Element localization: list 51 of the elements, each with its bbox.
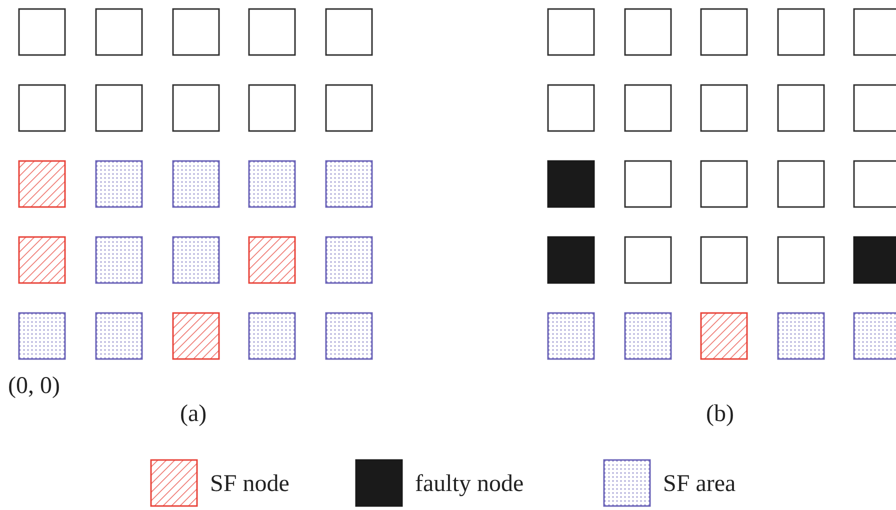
dotted-square bbox=[325, 236, 373, 284]
empty-square bbox=[248, 8, 296, 56]
empty-square bbox=[18, 8, 66, 56]
filled-square bbox=[547, 160, 595, 208]
empty-square bbox=[248, 84, 296, 132]
dotted-square bbox=[172, 160, 220, 208]
empty-square bbox=[777, 160, 825, 208]
legend-label: SF node bbox=[210, 472, 290, 496]
empty-square bbox=[325, 84, 373, 132]
dotted-square bbox=[547, 312, 595, 360]
dotted-square bbox=[95, 160, 143, 208]
empty-square bbox=[18, 84, 66, 132]
filled-square bbox=[547, 236, 595, 284]
dotted-square bbox=[325, 312, 373, 360]
empty-square bbox=[700, 236, 748, 284]
empty-square bbox=[95, 8, 143, 56]
dotted-square bbox=[18, 312, 66, 360]
empty-square bbox=[172, 84, 220, 132]
empty-square bbox=[95, 84, 143, 132]
hatched-square bbox=[700, 312, 748, 360]
empty-square bbox=[777, 236, 825, 284]
empty-square bbox=[547, 84, 595, 132]
dotted-square bbox=[777, 312, 825, 360]
empty-square bbox=[700, 84, 748, 132]
empty-square bbox=[624, 84, 672, 132]
empty-square bbox=[172, 8, 220, 56]
empty-square bbox=[777, 8, 825, 56]
hatched-square bbox=[18, 160, 66, 208]
dotted-square bbox=[248, 312, 296, 360]
dotted-square bbox=[172, 236, 220, 284]
legend-label: faulty node bbox=[415, 472, 524, 496]
hatched-square bbox=[18, 236, 66, 284]
panel-label: (a) bbox=[180, 402, 207, 426]
hatched-square bbox=[172, 312, 220, 360]
dotted-square bbox=[624, 312, 672, 360]
empty-square bbox=[325, 8, 373, 56]
legend-label: SF area bbox=[663, 472, 736, 496]
empty-square bbox=[624, 160, 672, 208]
dotted-square bbox=[95, 236, 143, 284]
empty-square bbox=[777, 84, 825, 132]
empty-square bbox=[547, 8, 595, 56]
dotted-square bbox=[248, 160, 296, 208]
panel-label: (b) bbox=[706, 402, 734, 426]
empty-square bbox=[624, 236, 672, 284]
hatched-square bbox=[248, 236, 296, 284]
dotted-square bbox=[95, 312, 143, 360]
empty-square bbox=[700, 160, 748, 208]
empty-square bbox=[624, 8, 672, 56]
coordinate-label: (0, 0) bbox=[8, 374, 60, 398]
empty-square bbox=[700, 8, 748, 56]
dotted-square bbox=[325, 160, 373, 208]
